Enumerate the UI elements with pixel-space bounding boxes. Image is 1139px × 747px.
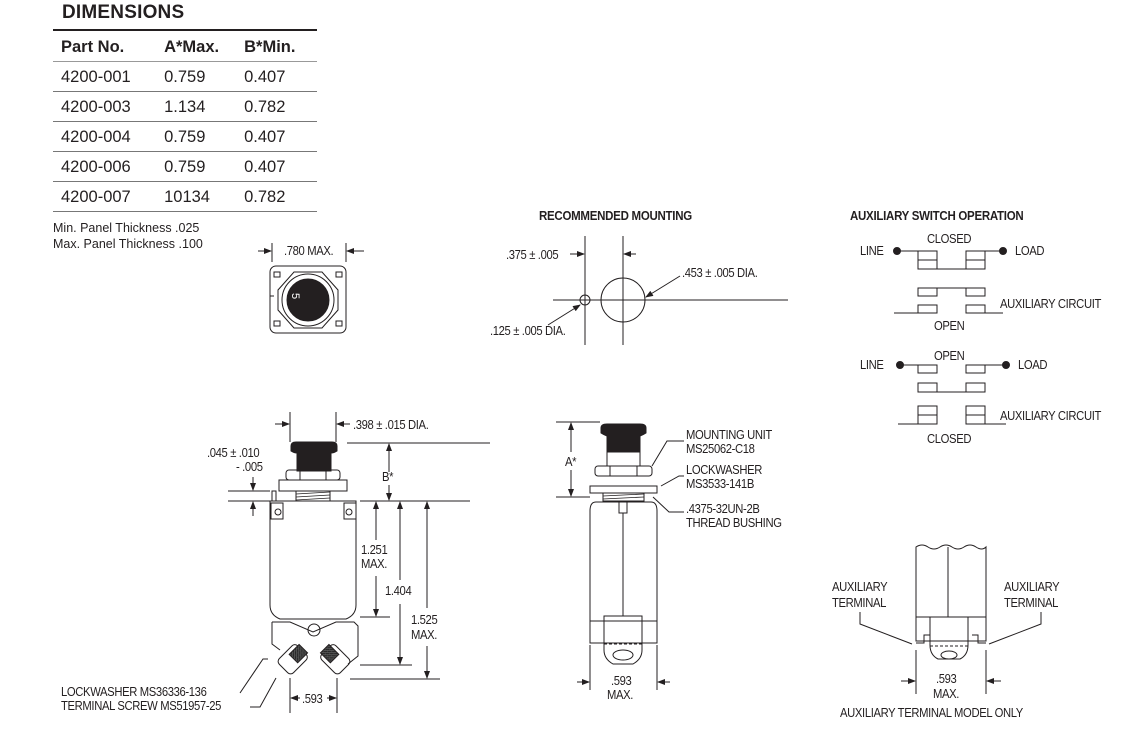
table-header-row: Part No. A*Max. B*Min. bbox=[53, 29, 317, 62]
column-header: A*Max. bbox=[162, 29, 243, 62]
button-diameter-label: .398 ± .015 DIA. bbox=[353, 418, 429, 432]
push-button-cap bbox=[286, 278, 330, 322]
terminal-screw-label: TERMINAL SCREW MS51957-25 bbox=[61, 699, 222, 713]
aux-terminal-left-label: TERMINAL bbox=[832, 596, 887, 610]
column-header: Part No. bbox=[53, 29, 163, 62]
a-max: 0.759 bbox=[162, 61, 243, 92]
b-min: 0.407 bbox=[242, 121, 317, 152]
dim-1251-label: 1.251 bbox=[361, 543, 388, 557]
aux-terminal-caption: AUXILIARY TERMINAL MODEL ONLY bbox=[840, 706, 1023, 720]
line-label: LINE bbox=[860, 244, 884, 258]
front-width-max-label: MAX. bbox=[607, 688, 634, 702]
side-view-drawing bbox=[228, 412, 490, 713]
b-min: 0.407 bbox=[242, 151, 317, 182]
table-row: 4200-004 0.759 0.407 bbox=[53, 121, 317, 152]
open-label: OPEN bbox=[934, 319, 965, 333]
dimensions-title: DIMENSIONS bbox=[62, 2, 185, 23]
thread-spec-label: .4375-32UN-2B bbox=[686, 502, 760, 516]
closed-label: CLOSED bbox=[927, 232, 972, 246]
dim-1525-max-label: MAX. bbox=[411, 628, 438, 642]
thread-bushing-label: THREAD BUSHING bbox=[686, 516, 782, 530]
panel-tolerance-label: .045 ± .010 bbox=[207, 446, 260, 460]
lockwasher-label: LOCKWASHER bbox=[686, 463, 763, 477]
top-view-drawing bbox=[258, 243, 364, 334]
auxiliary-switch-diagram bbox=[893, 247, 1010, 425]
b-min: 0.407 bbox=[242, 61, 317, 92]
a-dimension-label: A* bbox=[565, 455, 577, 469]
part-number: 4200-004 bbox=[53, 121, 163, 152]
aux-terminal-right-label: AUXILIARY bbox=[1004, 580, 1060, 594]
panel-tolerance-label: - .005 bbox=[236, 460, 263, 474]
a-max: 1.134 bbox=[162, 91, 243, 122]
closed-label: CLOSED bbox=[927, 432, 972, 446]
b-min: 0.782 bbox=[242, 91, 317, 122]
open-label: OPEN bbox=[934, 349, 965, 363]
aux-width-label: .593 bbox=[936, 672, 957, 686]
table-row: 4200-003 1.134 0.782 bbox=[53, 91, 317, 122]
aux-terminal-drawing bbox=[859, 544, 1042, 694]
recommended-mounting-drawing bbox=[547, 236, 788, 345]
aux-terminal-right-label: TERMINAL bbox=[1004, 596, 1059, 610]
a-max: 10134 bbox=[162, 181, 243, 212]
aux-circuit-label: AUXILIARY CIRCUIT bbox=[1000, 409, 1101, 423]
table-row: 4200-001 0.759 0.407 bbox=[53, 61, 317, 92]
mounting-unit-part-label: MS25062-C18 bbox=[686, 442, 755, 456]
lockwasher-label: LOCKWASHER MS36336-136 bbox=[61, 685, 207, 699]
table-row: 4200-007 10134 0.782 bbox=[53, 181, 317, 212]
line-label: LINE bbox=[860, 358, 884, 372]
hole-spacing-label: .375 ± .005 bbox=[506, 248, 559, 262]
load-label: LOAD bbox=[1018, 358, 1048, 372]
b-min: 0.782 bbox=[242, 181, 317, 212]
terminal-width-label: .593 bbox=[302, 692, 323, 706]
max-panel-thickness-note: Max. Panel Thickness .100 bbox=[53, 237, 203, 251]
dim-1404-label: 1.404 bbox=[385, 584, 412, 598]
table-row: 4200-006 0.759 0.407 bbox=[53, 151, 317, 182]
dim-1251-max-label: MAX. bbox=[361, 557, 388, 571]
part-number: 4200-003 bbox=[53, 91, 163, 122]
front-width-label: .593 bbox=[611, 674, 632, 688]
a-max: 0.759 bbox=[162, 151, 243, 182]
mounting-unit-label: MOUNTING UNIT bbox=[686, 428, 772, 442]
auxiliary-switch-title: AUXILIARY SWITCH OPERATION bbox=[850, 209, 1024, 223]
a-max: 0.759 bbox=[162, 121, 243, 152]
top-view-width-label: .780 MAX. bbox=[284, 244, 334, 258]
recommended-mounting-title: RECOMMENDED MOUNTING bbox=[539, 209, 692, 223]
part-number: 4200-001 bbox=[53, 61, 163, 92]
aux-circuit-label: AUXILIARY CIRCUIT bbox=[1000, 297, 1101, 311]
large-hole-label: .453 ± .005 DIA. bbox=[682, 266, 758, 280]
button-marking: 5 bbox=[289, 293, 301, 299]
aux-terminal-left-label: AUXILIARY bbox=[832, 580, 888, 594]
column-header: B*Min. bbox=[242, 29, 317, 62]
b-dimension-label: B* bbox=[382, 470, 394, 484]
dim-1525-label: 1.525 bbox=[411, 613, 438, 627]
lockwasher-part-label: MS3533-141B bbox=[686, 477, 754, 491]
part-number: 4200-006 bbox=[53, 151, 163, 182]
dimensions-table: Part No. A*Max. B*Min. 4200-001 0.759 0.… bbox=[53, 29, 317, 212]
small-hole-label: .125 ± .005 DIA. bbox=[490, 324, 566, 338]
load-label: LOAD bbox=[1015, 244, 1045, 258]
front-view-drawing bbox=[556, 421, 684, 690]
part-number: 4200-007 bbox=[53, 181, 163, 212]
aux-width-max-label: MAX. bbox=[933, 687, 960, 701]
min-panel-thickness-note: Min. Panel Thickness .025 bbox=[53, 221, 200, 235]
